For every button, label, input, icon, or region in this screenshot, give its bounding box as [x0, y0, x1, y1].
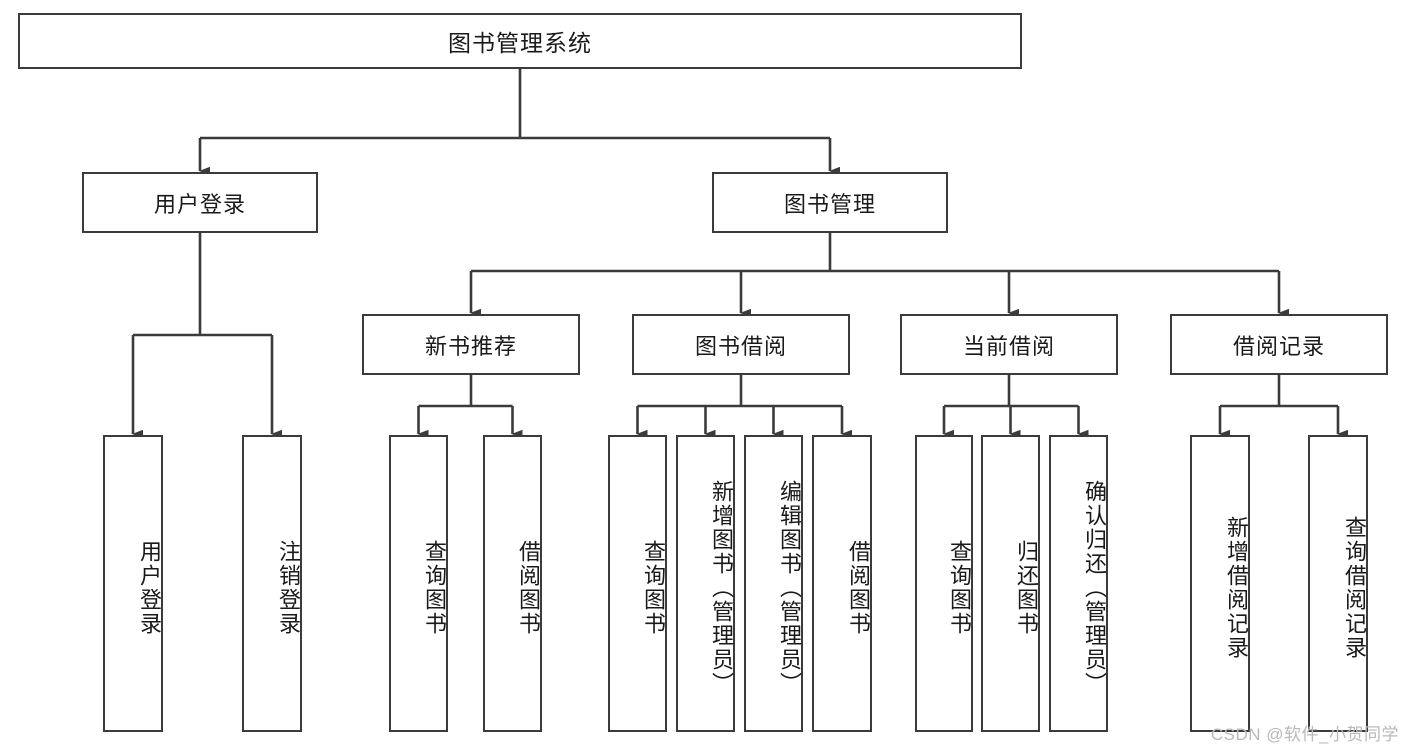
node-label: 图书借阅 — [694, 333, 787, 359]
node-label: 图书管理系统 — [448, 30, 592, 56]
node-label: 当前借阅 — [962, 333, 1055, 359]
node-label: 用户登录 — [137, 539, 162, 636]
node-leaf13[interactable]: 查询借阅记录 — [1308, 435, 1368, 732]
node-leaf1[interactable]: 用户登录 — [103, 435, 163, 732]
node-leaf5[interactable]: 查询图书 — [608, 435, 667, 732]
node-leaf3[interactable]: 查询图书 — [389, 435, 448, 732]
node-label: 注销登录 — [276, 539, 301, 636]
node-label: 新增图书（管理员） — [709, 479, 734, 696]
node-borrow[interactable]: 图书借阅 — [632, 314, 850, 375]
node-leaf2[interactable]: 注销登录 — [242, 435, 302, 732]
node-label: 借阅图书 — [846, 539, 871, 636]
node-label: 新增借阅记录 — [1224, 515, 1249, 660]
node-label: 编辑图书（管理员） — [777, 479, 802, 696]
node-login[interactable]: 用户登录 — [82, 172, 318, 233]
node-leaf11[interactable]: 确认归还（管理员） — [1049, 435, 1108, 732]
node-leaf7[interactable]: 编辑图书（管理员） — [744, 435, 803, 732]
node-newbook[interactable]: 新书推荐 — [362, 314, 580, 375]
node-root[interactable]: 图书管理系统 — [18, 13, 1022, 69]
node-leaf12[interactable]: 新增借阅记录 — [1190, 435, 1250, 732]
node-label: 查询借阅记录 — [1342, 515, 1367, 660]
node-current[interactable]: 当前借阅 — [900, 314, 1118, 375]
watermark: CSDN @软件_小贺同学 — [1210, 725, 1399, 744]
node-label: 新书推荐 — [424, 333, 517, 359]
node-bookmgmt[interactable]: 图书管理 — [712, 172, 948, 233]
node-leaf6[interactable]: 新增图书（管理员） — [676, 435, 735, 732]
node-label: 查询图书 — [947, 539, 972, 636]
node-leaf9[interactable]: 查询图书 — [915, 435, 973, 732]
node-label: 借阅图书 — [516, 539, 541, 636]
node-leaf8[interactable]: 借阅图书 — [812, 435, 872, 732]
node-label: 查询图书 — [641, 539, 666, 636]
edge-layer — [131, 69, 1348, 439]
node-label: 归还图书 — [1014, 539, 1039, 636]
node-label: 借阅记录 — [1232, 333, 1325, 359]
node-label: 图书管理 — [783, 191, 876, 217]
node-label: 确认归还（管理员） — [1082, 479, 1107, 696]
node-records[interactable]: 借阅记录 — [1170, 314, 1388, 375]
node-label: 查询图书 — [422, 539, 447, 636]
node-label: 用户登录 — [153, 191, 246, 217]
node-leaf10[interactable]: 归还图书 — [981, 435, 1040, 732]
node-leaf4[interactable]: 借阅图书 — [483, 435, 542, 732]
